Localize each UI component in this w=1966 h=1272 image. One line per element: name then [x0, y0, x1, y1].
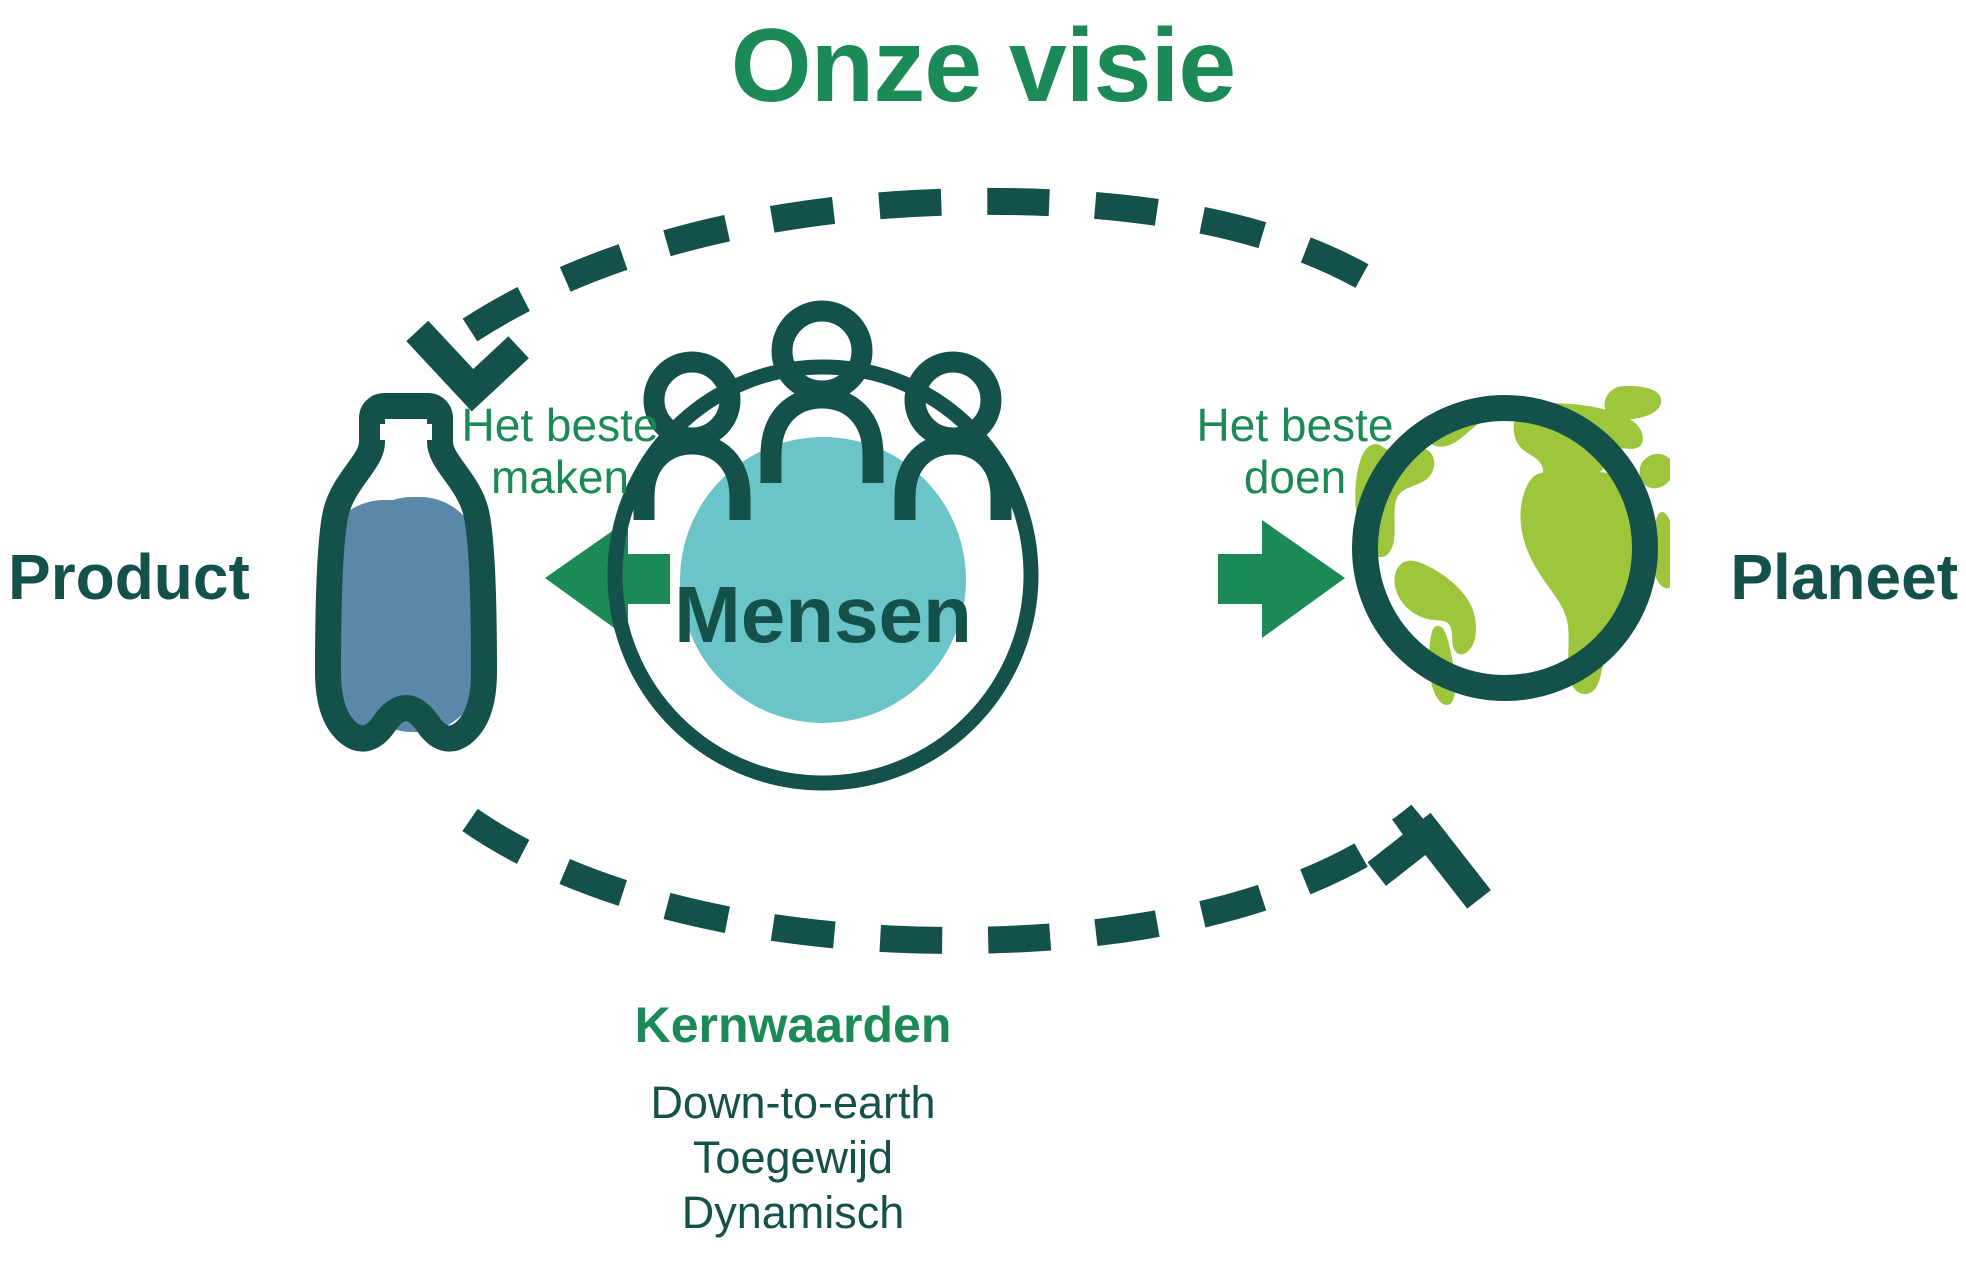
caption-maken-line1: Het beste [461, 399, 659, 451]
arrow-left-icon [545, 520, 670, 638]
page-title: Onze visie [730, 8, 1236, 124]
bottle-icon [315, 393, 497, 752]
core-value-item: Toegewijd [692, 1131, 894, 1183]
caption-maken-line2: maken [490, 450, 630, 503]
caption-doen-line2: doen [1243, 450, 1347, 503]
core-values-block: Kernwaarden Down-to-earth Toegewijd Dyna… [483, 1000, 1103, 1241]
globe-icon [1352, 386, 1670, 706]
dashed-arc-top [406, 187, 1408, 412]
people-group-icon [607, 300, 1039, 791]
person-center-icon [760, 300, 884, 483]
core-value-item: Down-to-earth [650, 1077, 936, 1128]
label-product: Product [8, 541, 250, 613]
person-left-icon [633, 351, 751, 520]
label-planeet: Planeet [1730, 541, 1958, 613]
caption-het-beste-doen: Het beste doen [1145, 399, 1445, 504]
center-label-mensen: Mensen [674, 570, 972, 659]
caption-doen-line1: Het beste [1196, 399, 1394, 451]
core-value-item: Dynamisch [681, 1186, 905, 1238]
person-right-icon [894, 351, 1012, 520]
caption-het-beste-maken: Het beste maken [410, 399, 710, 504]
dashed-arc-bottom [462, 804, 1491, 954]
core-values-heading: Kernwaarden [634, 997, 952, 1053]
arrow-right-icon [1218, 520, 1345, 638]
